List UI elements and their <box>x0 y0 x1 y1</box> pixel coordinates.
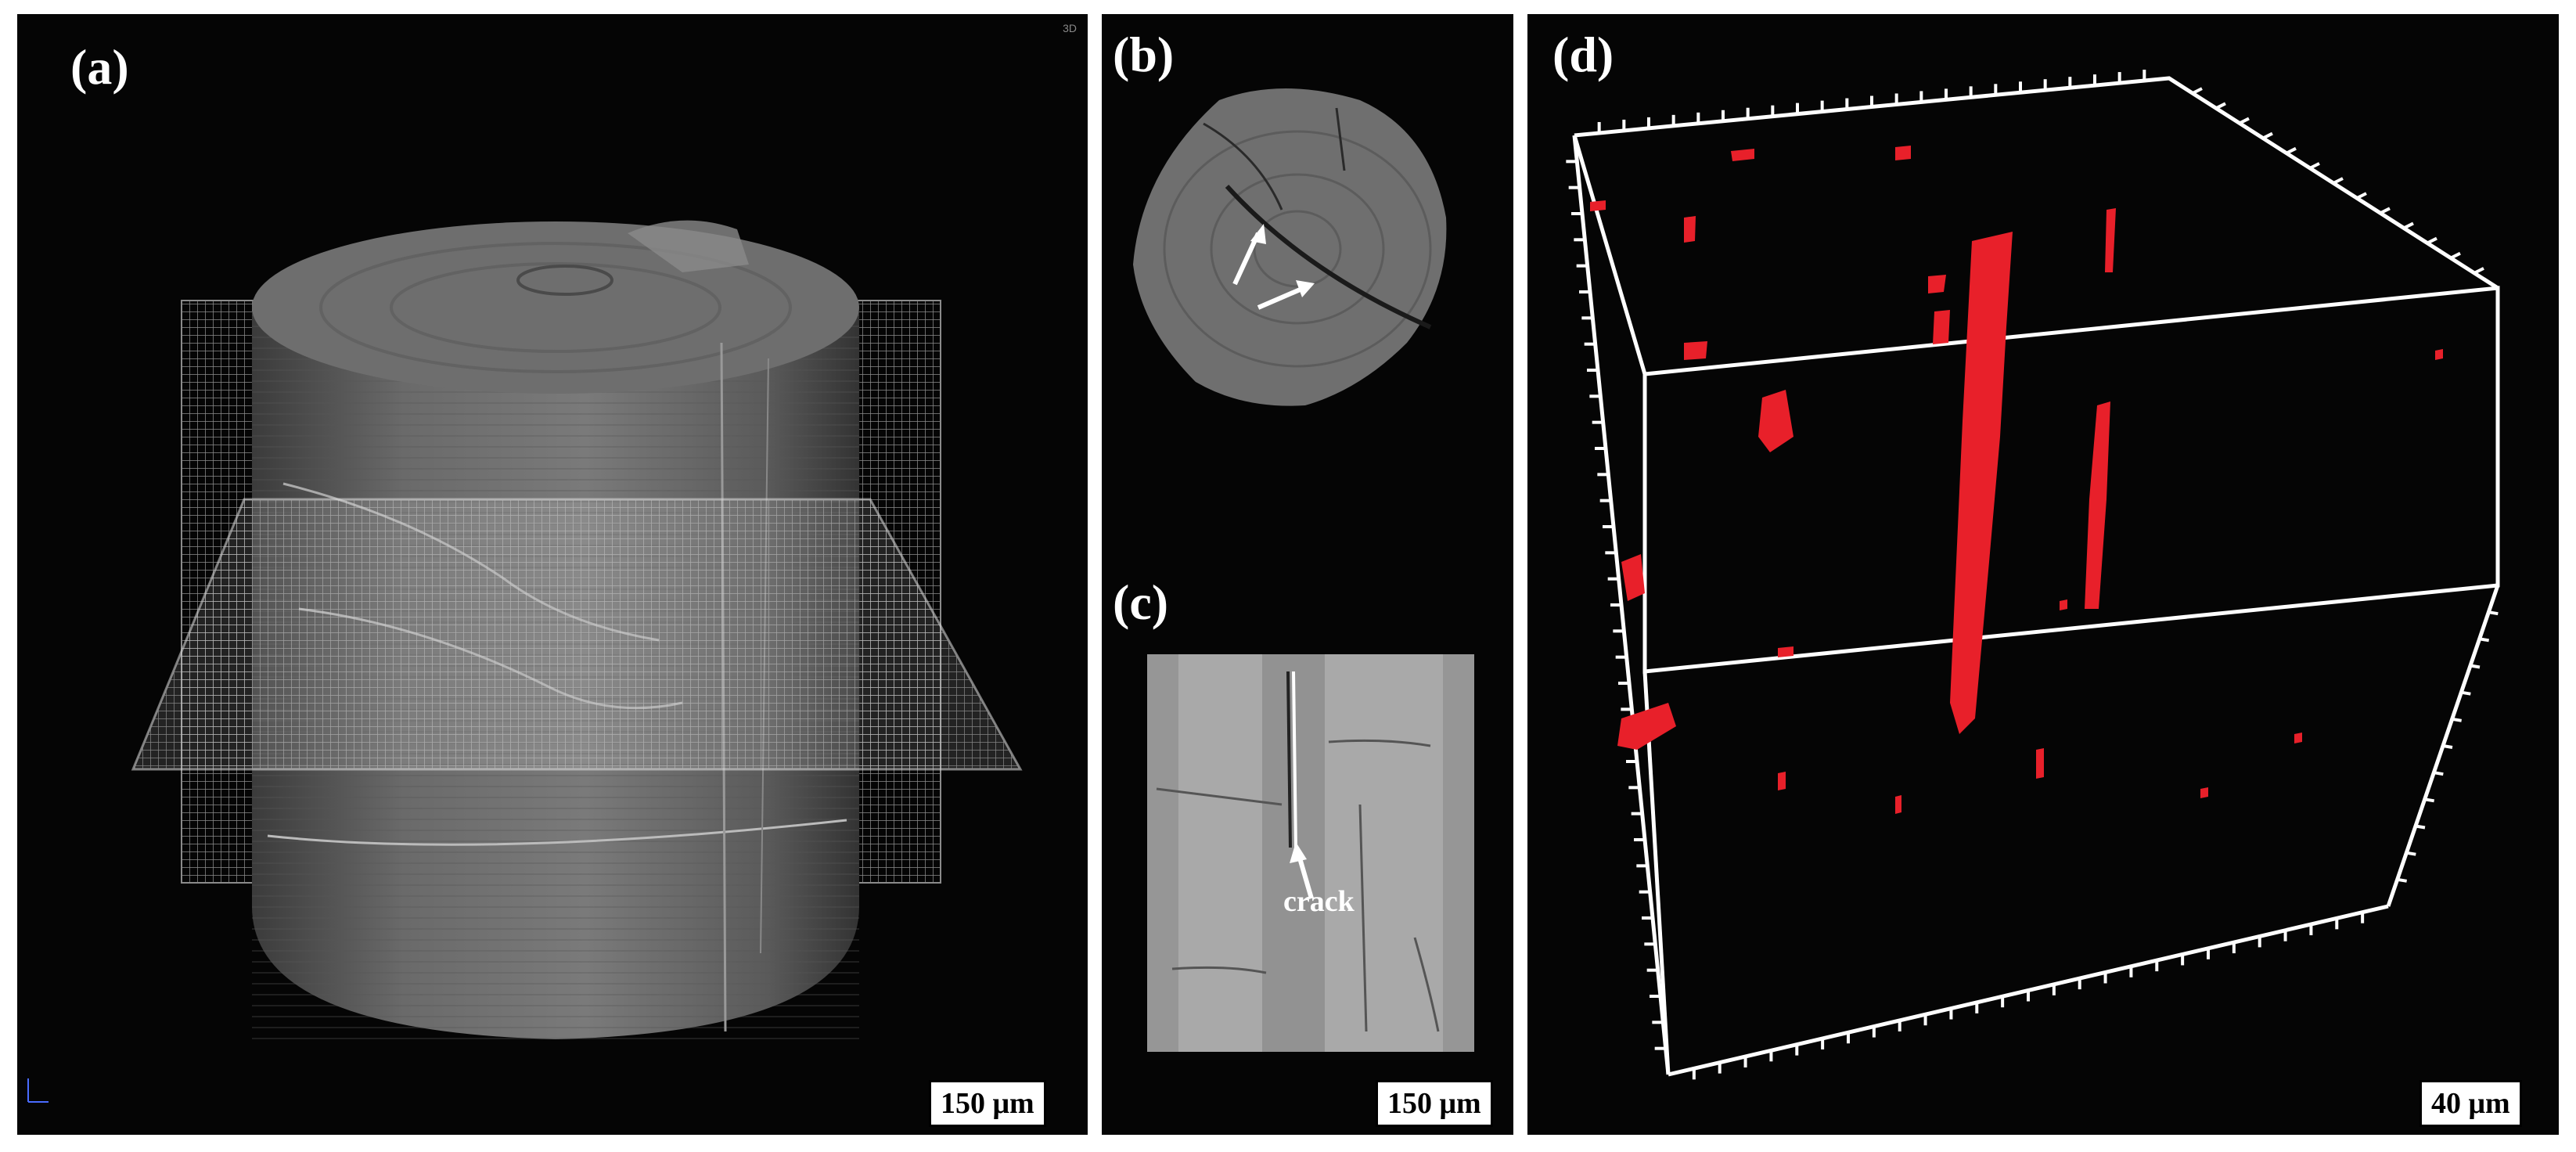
tick-mark <box>2403 221 2414 230</box>
bounding-cube <box>1572 76 2500 1077</box>
panel-c-label: (c) <box>1113 574 1169 630</box>
tick-mark <box>2356 192 2367 200</box>
tick-mark <box>2427 236 2437 245</box>
tick-mark <box>2461 690 2471 696</box>
crack-label: crack <box>1283 885 1355 918</box>
tick-mark <box>2333 177 2344 185</box>
tick-mark <box>2488 610 2499 616</box>
tick-mark <box>2239 117 2250 125</box>
panel-d-scalebar: 40 μm <box>2419 1080 2522 1127</box>
tick-mark <box>2406 851 2416 856</box>
tick-mark <box>2397 877 2407 883</box>
panel-c-scalebar: 150 μm <box>1376 1080 1493 1127</box>
tick-mark <box>2286 146 2297 155</box>
tick-mark <box>2479 637 2489 643</box>
cross-section-render <box>1133 88 1474 1052</box>
tick-mark <box>2434 771 2444 776</box>
tick-mark <box>2473 267 2484 275</box>
tick-mark <box>2470 664 2481 669</box>
tick-mark <box>2380 207 2391 215</box>
tick-mark <box>2192 87 2203 95</box>
panel-a-label: (a) <box>70 39 129 95</box>
panel-a: (a) 3D 150 μm <box>17 14 1088 1135</box>
tick-mark <box>2415 824 2426 830</box>
tick-mark <box>2442 744 2453 749</box>
panel-d: (d) 40 μm <box>1527 14 2559 1135</box>
horizontal-grid-plane <box>131 498 1023 771</box>
tick-mark <box>2424 797 2434 803</box>
panel-bc: (b) (c) crack 150 μm <box>1102 14 1513 1135</box>
tick-mark <box>2262 131 2273 140</box>
crack-volumes <box>1590 146 2443 814</box>
tick-mark <box>2215 102 2226 110</box>
cylinder-render <box>27 220 1023 1103</box>
panel-d-label: (d) <box>1552 27 1614 82</box>
tick-mark <box>2452 717 2462 722</box>
tick-mark <box>2450 251 2461 260</box>
cube-render <box>1566 70 2500 1080</box>
panel-a-scalebar: 150 μm <box>929 1080 1046 1127</box>
tick-marks <box>1566 70 2499 1080</box>
panel-b-label: (b) <box>1113 27 1175 82</box>
panel-a-corner-text: 3D <box>1063 22 1077 34</box>
tick-mark <box>2309 162 2320 170</box>
